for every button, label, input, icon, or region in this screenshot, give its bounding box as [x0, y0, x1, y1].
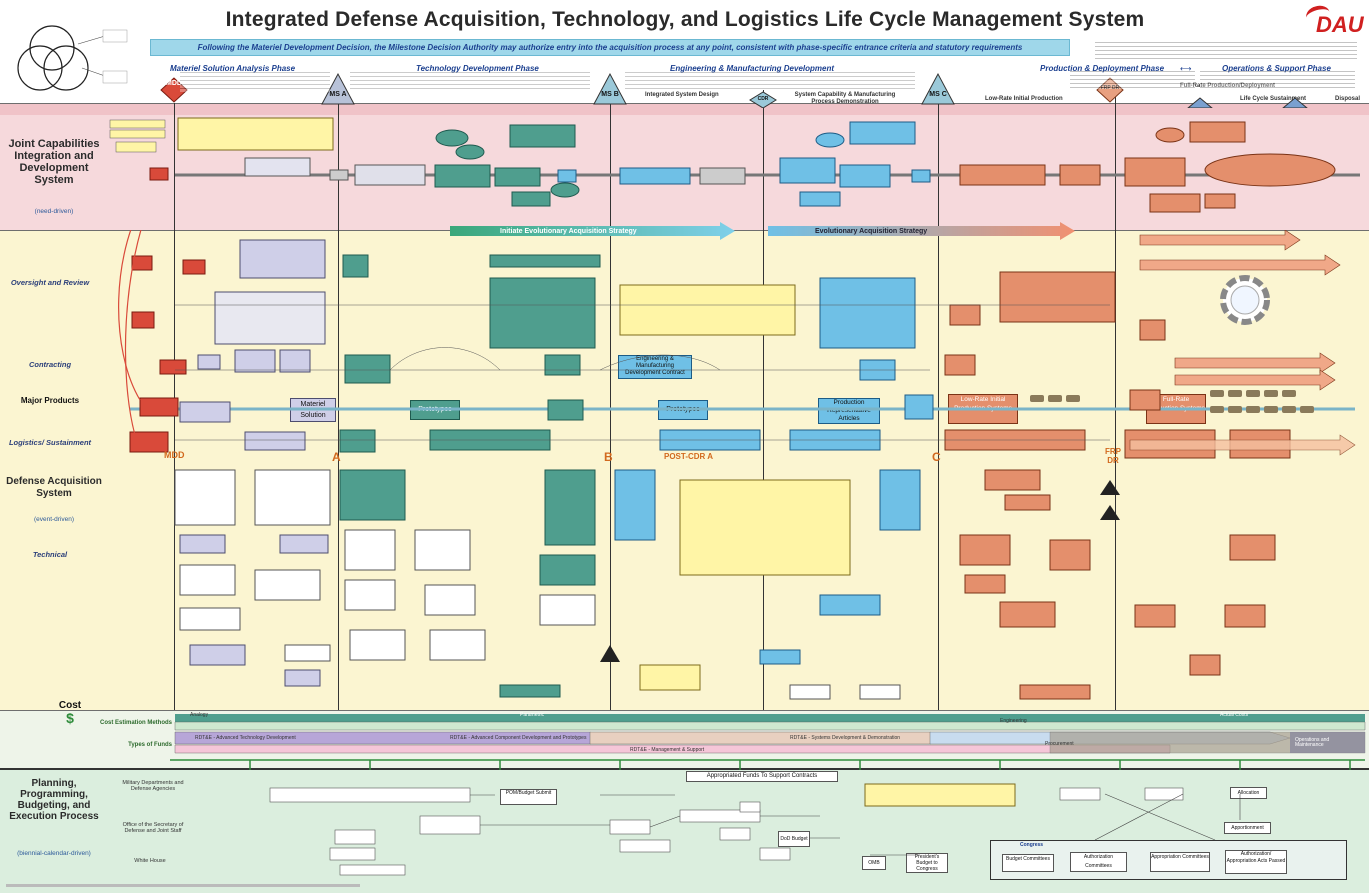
engineering-label: Engineering: [1000, 718, 1027, 724]
mdd-letter: MDD: [164, 450, 185, 460]
contracting-label: Contracting: [28, 360, 72, 369]
mdd-marker-label: MDD: [166, 80, 182, 87]
phase-description-text: [1070, 71, 1195, 89]
evolutionary-strategy-label: Evolutionary Acquisition Strategy: [815, 228, 928, 235]
parametric-label: Parametric: [520, 712, 545, 718]
rdte-acd-label: RDT&E - Advanced Component Development a…: [450, 735, 587, 741]
pom-input-box: [50, 730, 100, 740]
das-title: Defense Acquisition System: [6, 476, 102, 499]
logo-text: DAU: [1316, 12, 1364, 37]
frp-dr-label: FRP DR: [1105, 447, 1121, 465]
oversight-label: Oversight and Review: [10, 278, 90, 287]
jcids-band-top: [0, 103, 1369, 115]
phase-label: Technology Development Phase: [416, 64, 539, 73]
milestone-a-letter: A: [332, 450, 341, 464]
om-label: Operations and Maintenance: [1295, 737, 1330, 748]
cdr-marker: CDR: [757, 96, 769, 102]
jcids-diagram: [109, 117, 1360, 213]
presidents-budget-box: President's Budget to Congress: [906, 853, 948, 873]
das-diagram: [118, 230, 1356, 700]
ms-b-marker: MS B: [601, 91, 619, 98]
analogy-label: Analogy: [190, 712, 209, 718]
cost-label: Cost: [58, 700, 82, 711]
entry-banner: Following the Materiel Development Decis…: [150, 39, 1070, 56]
cdr-line: [763, 90, 764, 710]
milestone-markers: [160, 72, 1308, 108]
military-departments-label: Military Departments and Defense Agencie…: [122, 780, 184, 792]
phase-label: Operations & Support Phase: [1222, 64, 1331, 73]
rdte-sdd-label: RDT&E - Systems Development & Demonstrat…: [790, 735, 901, 741]
dau-logo: DAU: [1304, 3, 1364, 40]
divider-line: [0, 103, 1369, 104]
milestone-c-letter: C: [932, 450, 941, 464]
omb-box: OMB: [862, 856, 886, 870]
footer-note: [180, 884, 360, 887]
frp-marker: FRP DR: [1100, 85, 1120, 91]
phase-label: Production & Deployment Phase: [1040, 64, 1165, 73]
allocation-box: Allocation: [1230, 787, 1267, 799]
milestone-b-letter: B: [604, 450, 613, 464]
dollar-icon: $: [66, 710, 74, 726]
das-subtitle: (event-driven): [33, 516, 75, 523]
rdte-mgmt-label: RDT&E - Management & Support: [630, 747, 705, 753]
technical-label: Technical: [32, 550, 68, 559]
rdte-atd-label: RDT&E - Advanced Technology Development: [195, 735, 296, 741]
jcids-subtitle: (need-driven): [34, 208, 74, 215]
actual-costs-label: Actual Costs: [1220, 712, 1249, 718]
jcids-title: Joint Capabilities Integration and Devel…: [8, 138, 100, 186]
phase-label: Materiel Solution Analysis Phase: [170, 64, 296, 73]
budget-committees-box: Budget Committees: [1002, 854, 1054, 872]
post-cdr-label: POST-CDR A: [664, 452, 714, 461]
acquisition-arrows: [450, 222, 1075, 240]
logistics-label: Logistics/ Sustainment: [8, 438, 92, 447]
disposal-label: Disposal: [1335, 96, 1361, 102]
phase-description-text: [180, 72, 330, 92]
phase-description-text: [1095, 42, 1357, 62]
appropriation-committees-box: Appropriation Committees: [1150, 852, 1210, 872]
osd-label: Office of the Secretary of Defense and J…: [122, 822, 184, 834]
footer-note: [6, 884, 306, 887]
major-products-label: Major Products: [20, 396, 80, 405]
phase-arrow-icon: ⟷: [1180, 64, 1192, 73]
lrip-label: Low-Rate Initial Production: [985, 96, 1063, 102]
types-of-funds-label: Types of Funds: [128, 742, 172, 748]
procurement-label: Procurement: [1045, 741, 1074, 747]
cost-estimation-methods-label: Cost Estimation Methods: [99, 720, 172, 726]
ms-c-line: [938, 90, 939, 710]
appropriated-funds-box: Appropriated Funds To Support Contracts: [686, 771, 838, 782]
dod-budget-box: DoD Budget: [778, 831, 810, 847]
page-title: Integrated Defense Acquisition, Technolo…: [225, 8, 1145, 31]
sustainment-label: Life Cycle Sustainment: [1240, 96, 1307, 102]
apportionment-box: Apportionment: [1224, 822, 1271, 834]
divider-line: [0, 710, 1369, 711]
phase-label: Engineering & Manufacturing Development: [670, 64, 835, 73]
phase-description-text: [1200, 71, 1355, 89]
congress-label: Congress: [1020, 842, 1044, 848]
ppbe-subtitle: (biennial-calendar-driven): [17, 850, 91, 857]
sys-capability-label: System Capability & Manufacturing Proces…: [794, 92, 896, 105]
cost-strips: [174, 714, 1366, 754]
authorization-committees-box: Authorization Committees: [1070, 852, 1127, 872]
phase-description-text: [625, 72, 915, 90]
ms-a-marker: MS A: [329, 91, 347, 98]
ms-b-line: [610, 90, 611, 710]
phase-description-text: [350, 72, 590, 92]
ms-c-marker: MS C: [929, 91, 947, 98]
integrated-design-label: Integrated System Design: [645, 92, 719, 98]
ms-a-line: [338, 90, 339, 710]
ppbe-flow-diagram: [269, 783, 1241, 876]
funding-up-arrows: [170, 759, 1365, 770]
ppbe-title: Planning, Programming, Budgeting, and Ex…: [9, 778, 99, 822]
venn-diagram: [17, 25, 128, 91]
white-house-label: White House: [134, 858, 166, 864]
pom-submit-box: POM/Budget Submit: [500, 789, 557, 805]
initiate-strategy-label: Initiate Evolutionary Acquisition Strate…: [500, 228, 637, 235]
frp-deployment-label: Full-Rate Production/Deployment: [1180, 83, 1276, 89]
authorization-acts-box: Authorization/ Appropriation Acts Passed: [1225, 850, 1287, 874]
divider-line: [0, 768, 1369, 770]
frp-line: [1115, 90, 1116, 710]
